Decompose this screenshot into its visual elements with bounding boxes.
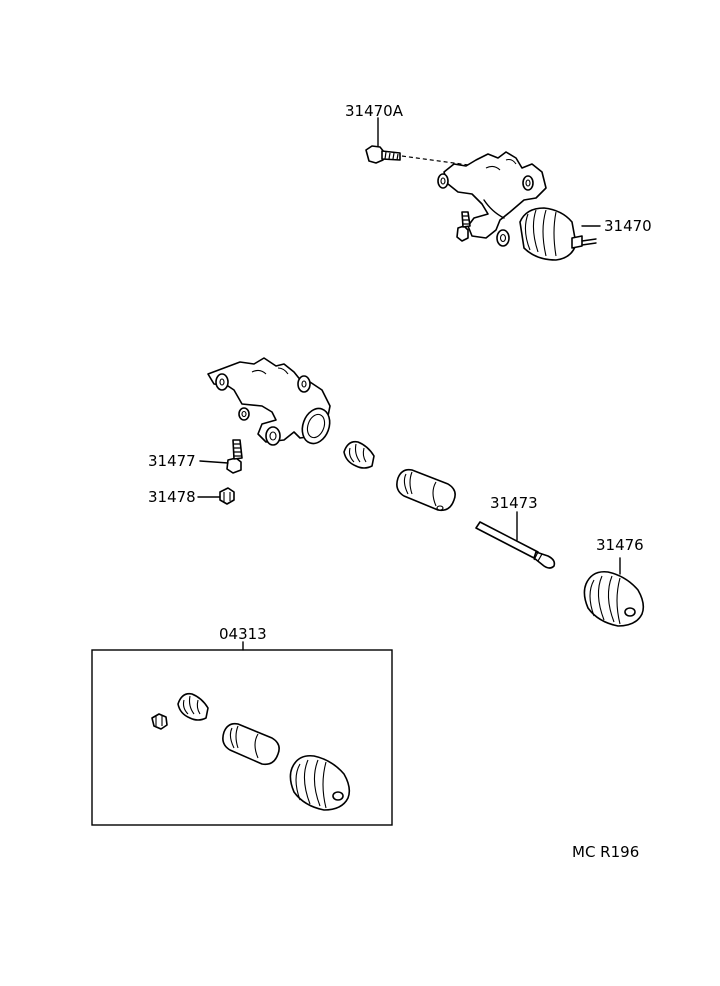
- cylinder-body-exploded: [207, 357, 331, 446]
- diagram-code: MC R196: [572, 843, 640, 861]
- bolt-31470A: [365, 145, 401, 164]
- callout-31478: 31478: [148, 488, 196, 506]
- kit-boot: [289, 754, 351, 811]
- callout-31473: 31473: [490, 494, 538, 512]
- piston-cup: [343, 440, 375, 469]
- repair-kit-04313: [91, 641, 393, 826]
- bleeder-plug-31477: [199, 439, 243, 474]
- kit-cap: [151, 713, 168, 730]
- callout-31470A: 31470A: [345, 102, 403, 120]
- piston: [396, 468, 456, 512]
- callout-31477: 31477: [148, 452, 196, 470]
- clutch-release-cylinder-assembly: [365, 117, 601, 261]
- callout-04313: 04313: [219, 625, 267, 643]
- push-rod-31473: [475, 511, 556, 569]
- kit-cup: [177, 692, 209, 721]
- kit-piston: [222, 722, 280, 766]
- cylinder-body-assembled: [437, 151, 601, 261]
- boot-31476: [583, 557, 645, 627]
- bleeder-cap-31478: [197, 487, 235, 505]
- callout-31476: 31476: [596, 536, 644, 554]
- callout-31470: 31470: [604, 217, 652, 235]
